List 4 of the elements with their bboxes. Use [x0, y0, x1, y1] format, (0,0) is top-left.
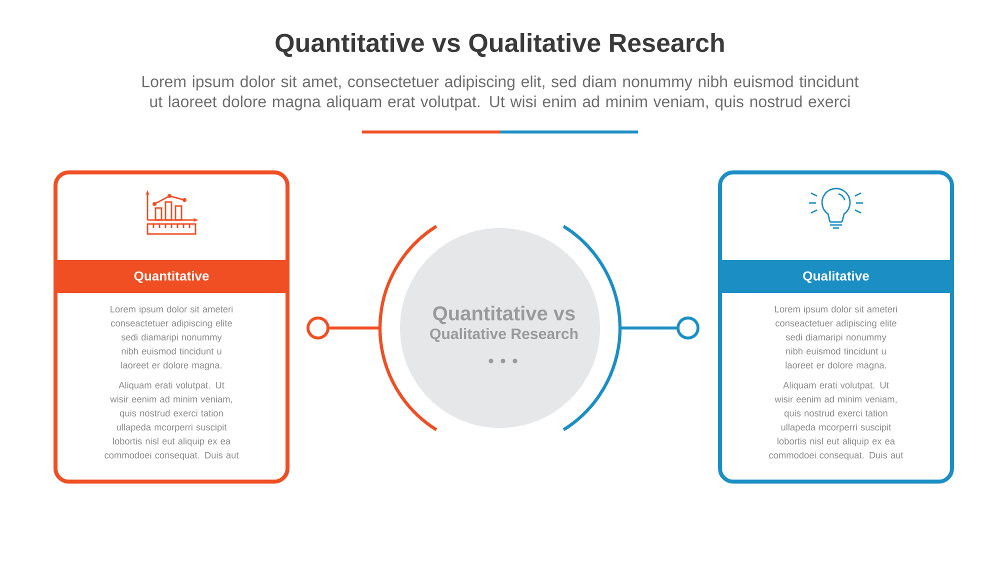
subtitle: Lorem ipsum dolor sit amet, consectetuer adipiscing elit, sed diam nonummy nibh euismod tincidunt ut laoreet dolore magna aliquam erat volutpat. Ut wisi enim ad minim veniam, quis nostrud exerci: [142, 76, 859, 110]
card: Qualitative Lorem ipsum dolor sit ameteri conseactetuer adipiscing elite sedi diamaripi nonummy nibh euismod tincidunt u laoreet er dolore magna. Aliquam erati volutpat. Ut wisir eenim ad minim veniam, quis nostrud exerci tation ullapeda mcorperri suscipit lobortis nisl eut aliquip ex ea commodoei consequat. Duis aut: [718, 170, 954, 484]
title: Quantitative vs Qualitative Research: [276, 33, 724, 57]
card: Quantitative Lorem ipsum dolor sit ameteri conseactetuer adipiscing elite sedi diamaripi nonummy nibh euismod tincidunt u laoreet er dolore magna. Aliquam erati volutpat. Ut wisir eenim ad minim veniam, quis nostrud exerci tation ullapeda mcorperri suscipit lobortis nisl eut aliquip ex ea commodoei consequat. Duis aut: [54, 170, 290, 484]
